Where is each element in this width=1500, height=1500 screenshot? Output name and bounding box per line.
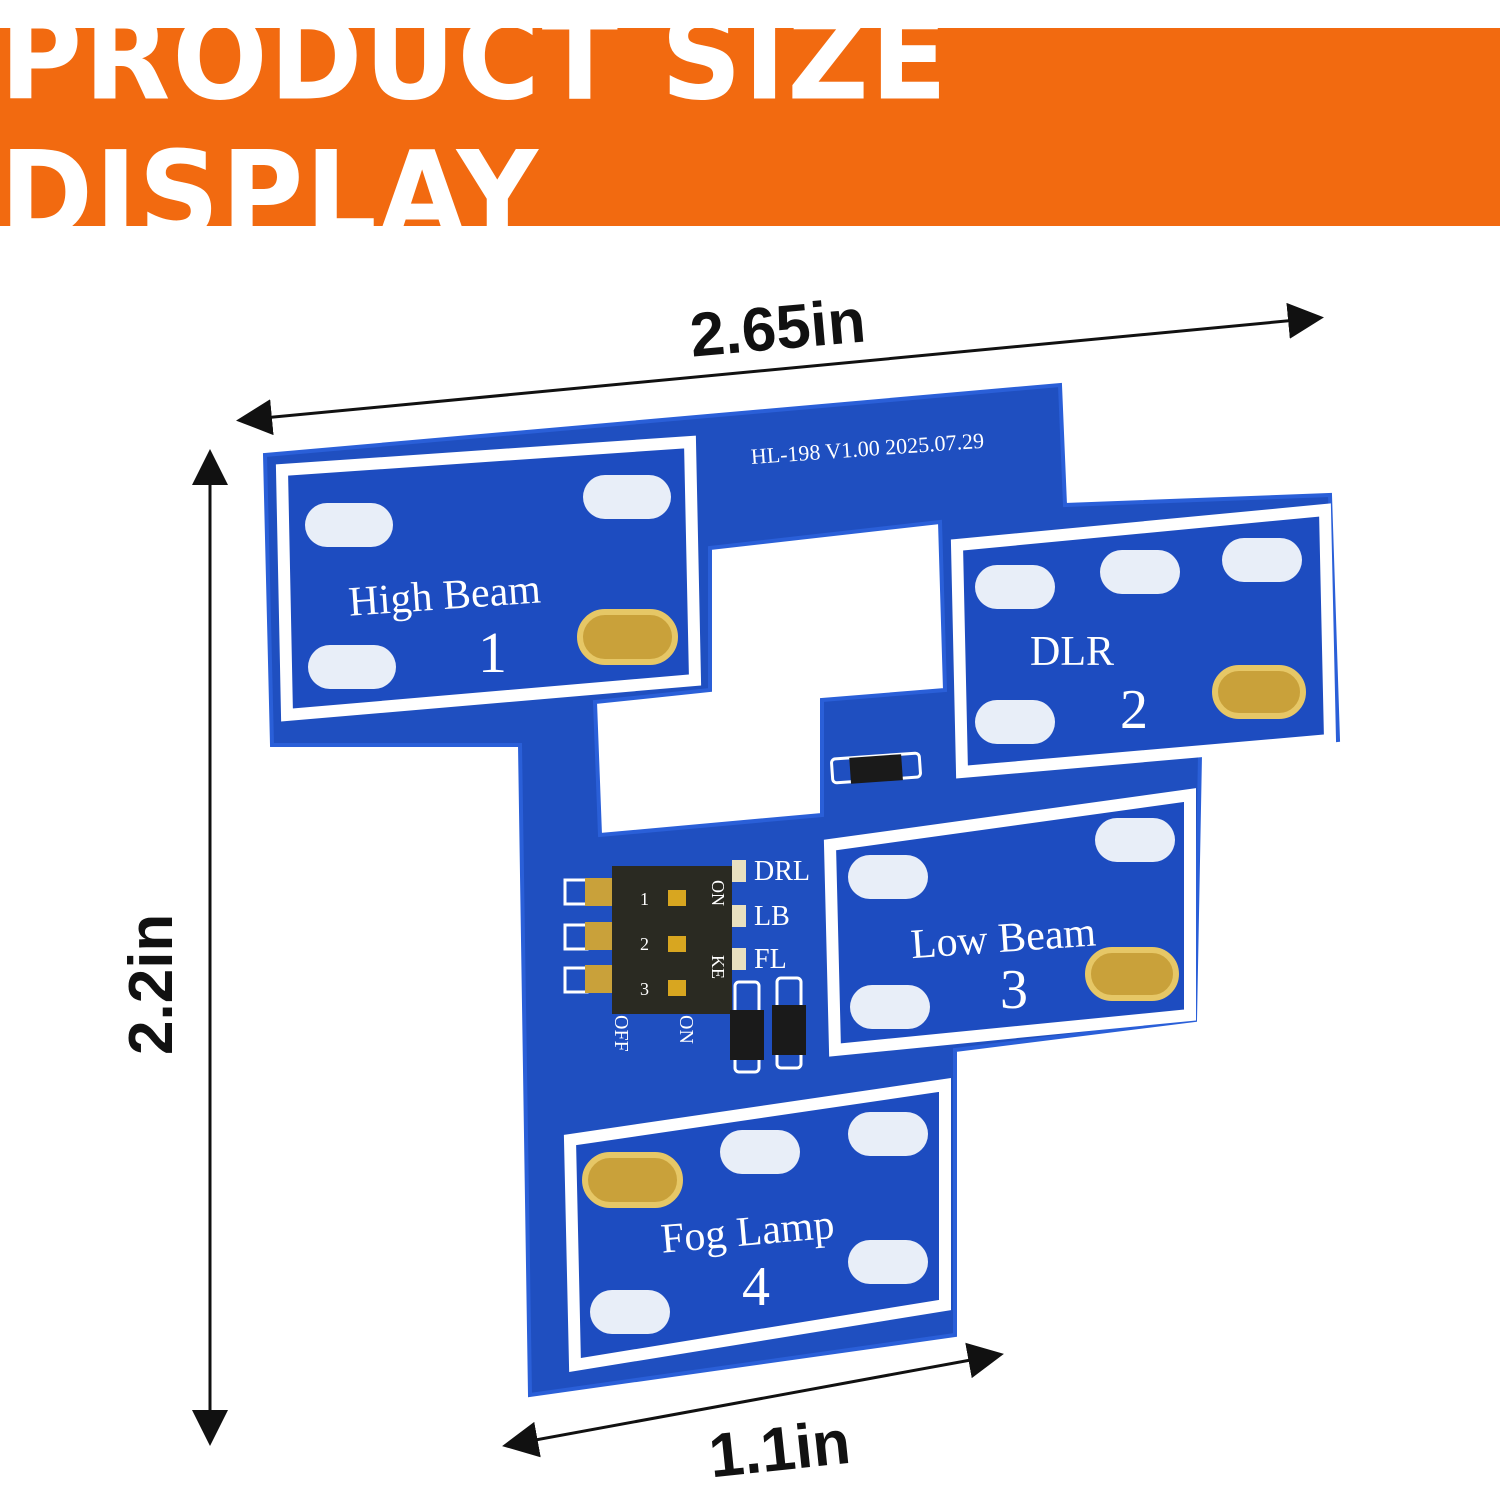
banner: PRODUCT SIZE DISPLAY: [0, 0, 1500, 264]
switch-number-1: 1: [640, 889, 649, 909]
port-fog-lamp: Fog Lamp 4: [563, 1078, 951, 1373]
switch-label-fl: FL: [754, 944, 787, 975]
pcb-board: HL-198 V1.00 2025.07.29 High Beam 1 DLR: [262, 382, 1341, 1398]
switch-on-bottom-label: ON: [675, 1015, 697, 1044]
stem-dimension-line: [502, 1342, 1004, 1458]
width-label: 2.65in: [687, 287, 868, 371]
width-dimension-line: [236, 302, 1324, 436]
switch-ke-label: KE: [708, 955, 728, 979]
port-dlr: DLR 2: [950, 503, 1337, 779]
switch-off-label: OFF: [610, 1015, 632, 1052]
port-label: DLR: [1030, 629, 1114, 675]
dip-switch[interactable]: 1 2 3 ON KE ON OFF: [563, 866, 732, 1052]
switch-number-2: 2: [640, 934, 649, 954]
port-number: 3: [1000, 959, 1028, 1021]
port-low-beam: Low Beam 3: [823, 788, 1196, 1057]
switch-on-label: ON: [708, 880, 728, 906]
diode-components: [730, 751, 922, 1074]
port-number: 1: [478, 620, 507, 685]
port-number: 2: [1120, 679, 1148, 741]
banner-title: PRODUCT SIZE DISPLAY: [0, 0, 950, 264]
switch-number-3: 3: [640, 979, 649, 999]
stem-width-label: 1.1in: [706, 1408, 854, 1491]
switch-label-lb: LB: [754, 901, 790, 932]
port-high-beam: High Beam 1: [275, 435, 702, 722]
switch-label-drl: DRL: [754, 856, 810, 887]
port-number: 4: [742, 1256, 770, 1318]
height-label: 2.2in: [117, 914, 186, 1055]
